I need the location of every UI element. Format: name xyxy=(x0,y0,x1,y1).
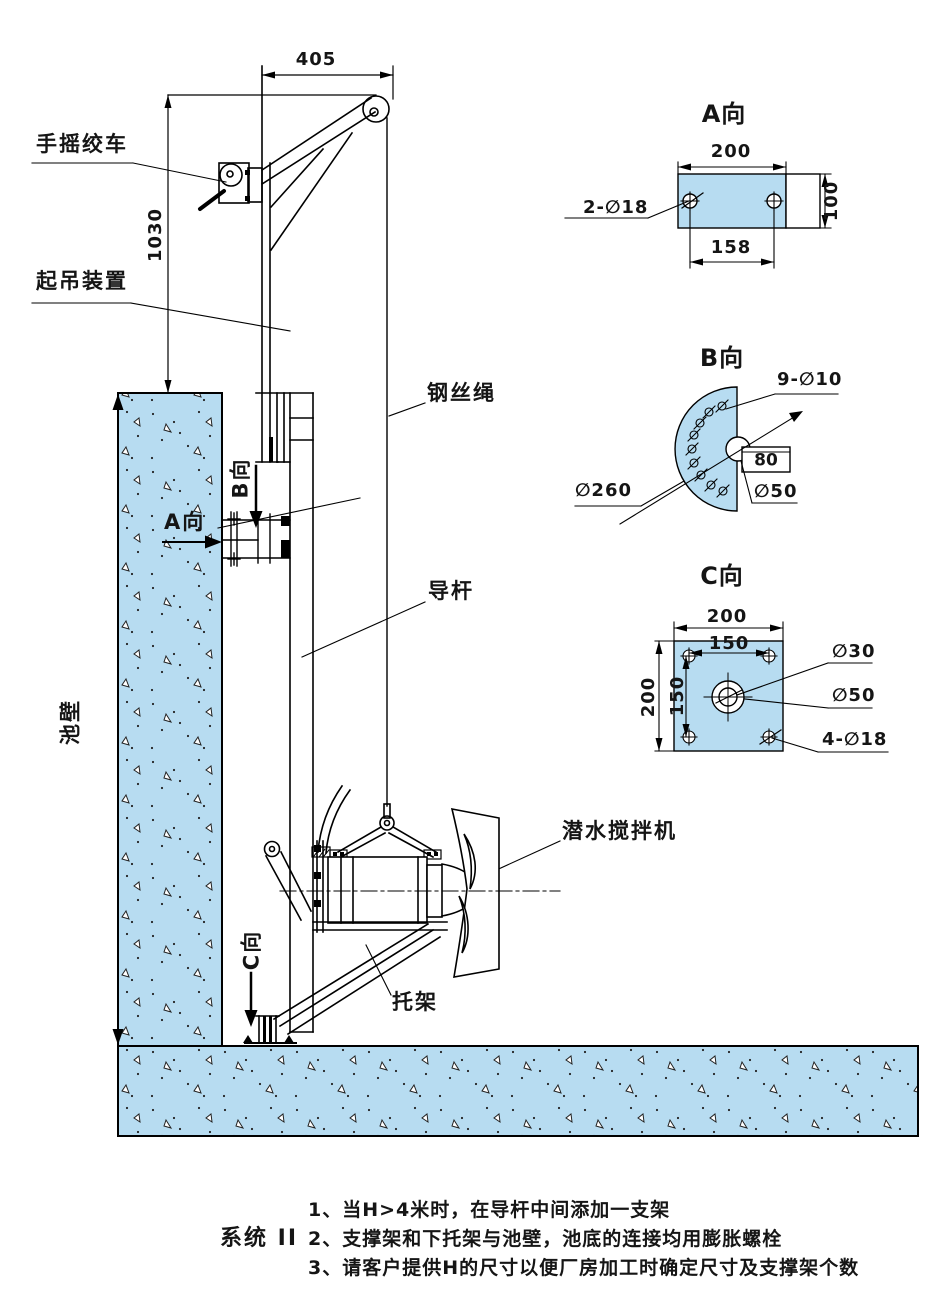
guide-rod-label: 导杆 xyxy=(428,579,474,603)
base-foot xyxy=(243,1015,297,1044)
pool-floor xyxy=(117,1045,919,1137)
bracket-label: 托架 xyxy=(392,990,438,1014)
view-b-drawing xyxy=(574,386,839,525)
mixer-assembly xyxy=(263,784,561,978)
marker-b-arrow xyxy=(249,511,263,528)
rope-pin xyxy=(383,803,391,819)
hand-winch-label: 手摇绞车 xyxy=(36,132,128,156)
view-b-plate xyxy=(674,386,738,512)
propeller-band xyxy=(450,807,500,978)
marker-c-arrow xyxy=(244,1010,258,1027)
anchor-bolt xyxy=(284,1035,294,1043)
view-b-holes-label: 9-∅10 xyxy=(777,369,843,390)
view-a-drawing xyxy=(564,161,832,269)
dimension-lines-top xyxy=(164,65,394,394)
view-c-corner-holes-label: 4-∅18 xyxy=(822,729,888,750)
view-c-dim-200-left: 200 xyxy=(638,676,659,718)
view-c-center-hole-label: ∅30 xyxy=(832,641,876,662)
view-marker-b: B向 xyxy=(228,457,253,499)
note-3: 3、请客户提供H的尺寸以便厂房加工时确定尺寸及支撑架个数 xyxy=(308,1257,860,1279)
marker-a-arrow xyxy=(205,535,222,549)
view-a-title: A向 xyxy=(701,100,747,128)
propeller-blade-upper xyxy=(463,833,477,890)
power-cable xyxy=(317,784,344,853)
view-marker-c: C向 xyxy=(239,929,264,971)
pool-wall xyxy=(112,392,223,1047)
view-c-dim-200-top: 200 xyxy=(706,606,748,627)
wall-top-arrow xyxy=(112,394,124,410)
propeller-blade-lower xyxy=(458,895,469,954)
support-strut xyxy=(272,922,442,1036)
wall-bracket xyxy=(217,497,361,567)
anchor-bolt xyxy=(243,1035,253,1043)
view-a-dim-100: 100 xyxy=(821,180,842,222)
view-b-dim-80: 80 xyxy=(754,450,778,471)
note-1: 1、当H>4米时，在导杆中间添加一支架 xyxy=(308,1199,671,1221)
system-label: 系统 II xyxy=(220,1226,299,1251)
guide-rod xyxy=(255,392,314,1033)
view-b-title: B向 xyxy=(699,344,745,372)
view-a-dim-158: 158 xyxy=(710,237,752,258)
lifting-eye xyxy=(379,815,395,831)
view-a-dim-200: 200 xyxy=(710,141,752,162)
pulley xyxy=(362,95,390,123)
mixer-label: 潜水搅拌机 xyxy=(562,819,677,843)
view-b-center-dia-label: ∅50 xyxy=(754,481,798,502)
view-c-title: C向 xyxy=(700,562,744,590)
wire-rope-label: 钢丝绳 xyxy=(427,381,496,405)
view-c-dim-150-top: 150 xyxy=(708,633,750,654)
lifting-mast xyxy=(255,65,377,463)
view-marker-a: A向 xyxy=(164,510,206,534)
pivot-hook xyxy=(263,840,281,858)
view-a-holes-label: 2-∅18 xyxy=(583,197,649,218)
mixer-body xyxy=(327,856,428,924)
view-b-outer-dia-label: ∅260 xyxy=(575,480,632,501)
note-2: 2、支撑架和下托架与池壁，池底的连接均用膨胀螺栓 xyxy=(308,1228,783,1250)
dim-405: 405 xyxy=(295,49,337,70)
leader-lines xyxy=(31,162,561,996)
wall-bottom-arrow xyxy=(112,1029,124,1045)
view-c-drawing xyxy=(654,621,889,753)
dim-1030: 1030 xyxy=(145,207,166,263)
view-c-boss-label: ∅50 xyxy=(832,685,876,706)
view-marker-arrows xyxy=(162,464,263,1027)
pool-wall-label: 池壁 xyxy=(58,699,83,745)
lifting-device-label: 起吊装置 xyxy=(36,269,128,293)
hand-winch xyxy=(198,162,263,211)
view-c-dim-150-left: 150 xyxy=(667,675,688,717)
